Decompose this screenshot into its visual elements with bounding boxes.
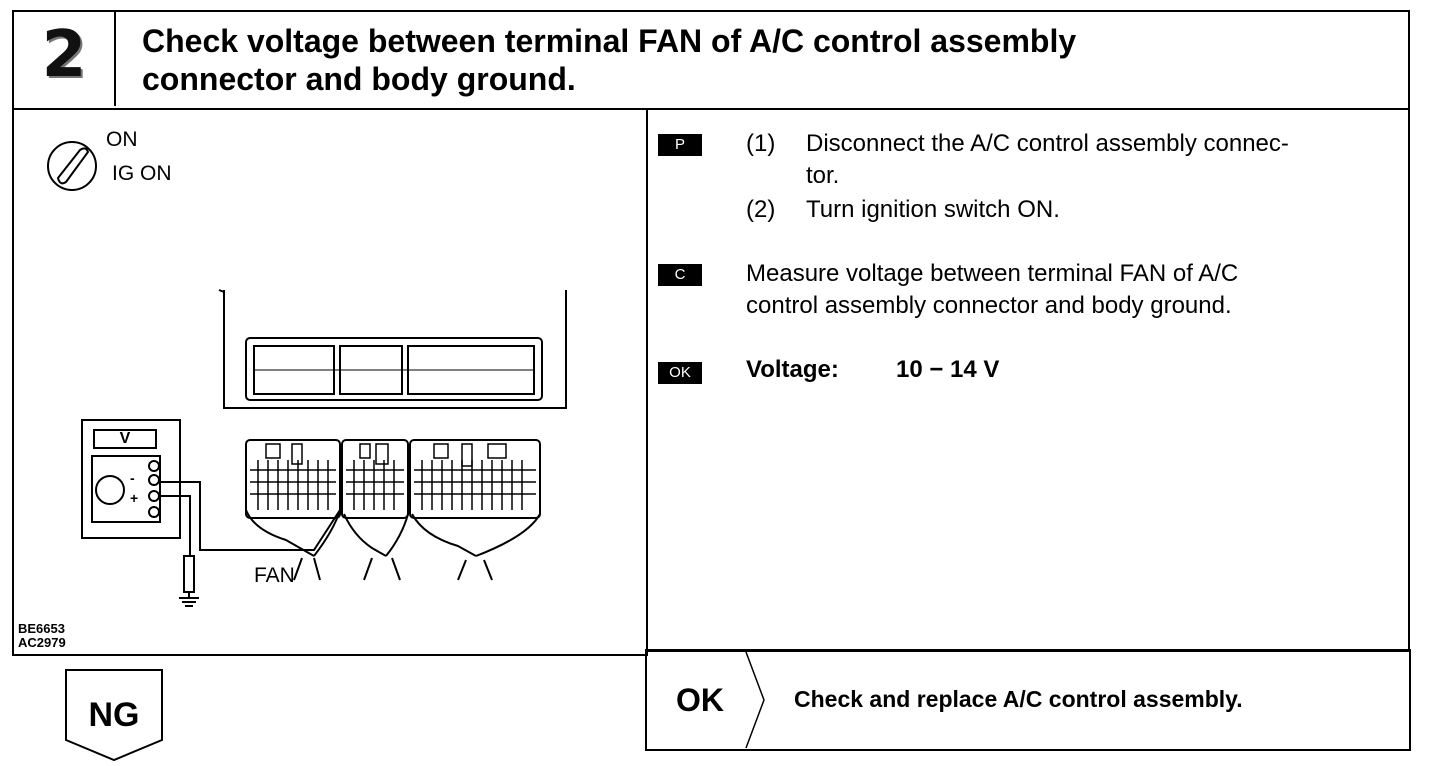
check-line-1: Measure voltage between terminal FAN of … (746, 260, 1239, 287)
plus-sign: + (130, 490, 139, 506)
step-number-box: 2 (14, 12, 116, 106)
prep-badge: P (658, 134, 702, 156)
voltmeter-label: V (119, 430, 131, 447)
spec-label: Voltage: (746, 356, 839, 383)
prep-item-1-line-1: Disconnect the A/C control assembly conn… (806, 130, 1289, 157)
ng-result-label: NG (88, 696, 140, 734)
voltmeter (81, 419, 181, 539)
wiring-illustration (47, 141, 567, 607)
prep-item-1-text: Disconnect the A/C control assembly conn… (806, 128, 1406, 192)
title-line-2: connector and body ground. (142, 61, 576, 97)
ng-arrow-box (65, 669, 163, 762)
step-number: 2 (41, 18, 87, 92)
figure-code-line-2: AC2979 (18, 635, 66, 650)
ok-result-frame (645, 649, 1411, 751)
ok-result-label: OK (676, 682, 724, 718)
spec-value: 10 − 14 V (896, 356, 1000, 383)
check-badge: C (658, 264, 702, 286)
check-text: Measure voltage between terminal FAN of … (746, 258, 1406, 322)
figure-code-line-1: BE6653 (18, 621, 65, 636)
connectors (245, 439, 541, 581)
ignition-ig-on-label: IG ON (112, 162, 172, 185)
minus-sign: - (130, 470, 135, 486)
probe-leads (160, 481, 341, 607)
prep-item-1-num: (1) (746, 130, 776, 157)
prep-item-2-text: Turn ignition switch ON. (806, 196, 1060, 223)
title-line-1: Check voltage between terminal FAN of A/… (142, 23, 1077, 59)
ignition-on-label: ON (106, 128, 138, 151)
figure-code: BE6653 AC2979 (18, 622, 66, 650)
fan-terminal-label: FAN (254, 564, 295, 587)
check-line-2: control assembly connector and body grou… (746, 292, 1232, 319)
prep-item-2-num: (2) (746, 196, 776, 223)
prep-item-1-line-2: tor. (806, 162, 840, 189)
ac-control-assembly (218, 289, 567, 409)
page-title: Check voltage between terminal FAN of A/… (142, 22, 1392, 98)
ok-result-action: Check and replace A/C control assembly. (794, 686, 1243, 712)
ignition-key-icon (47, 141, 97, 191)
ok-badge: OK (658, 362, 702, 384)
